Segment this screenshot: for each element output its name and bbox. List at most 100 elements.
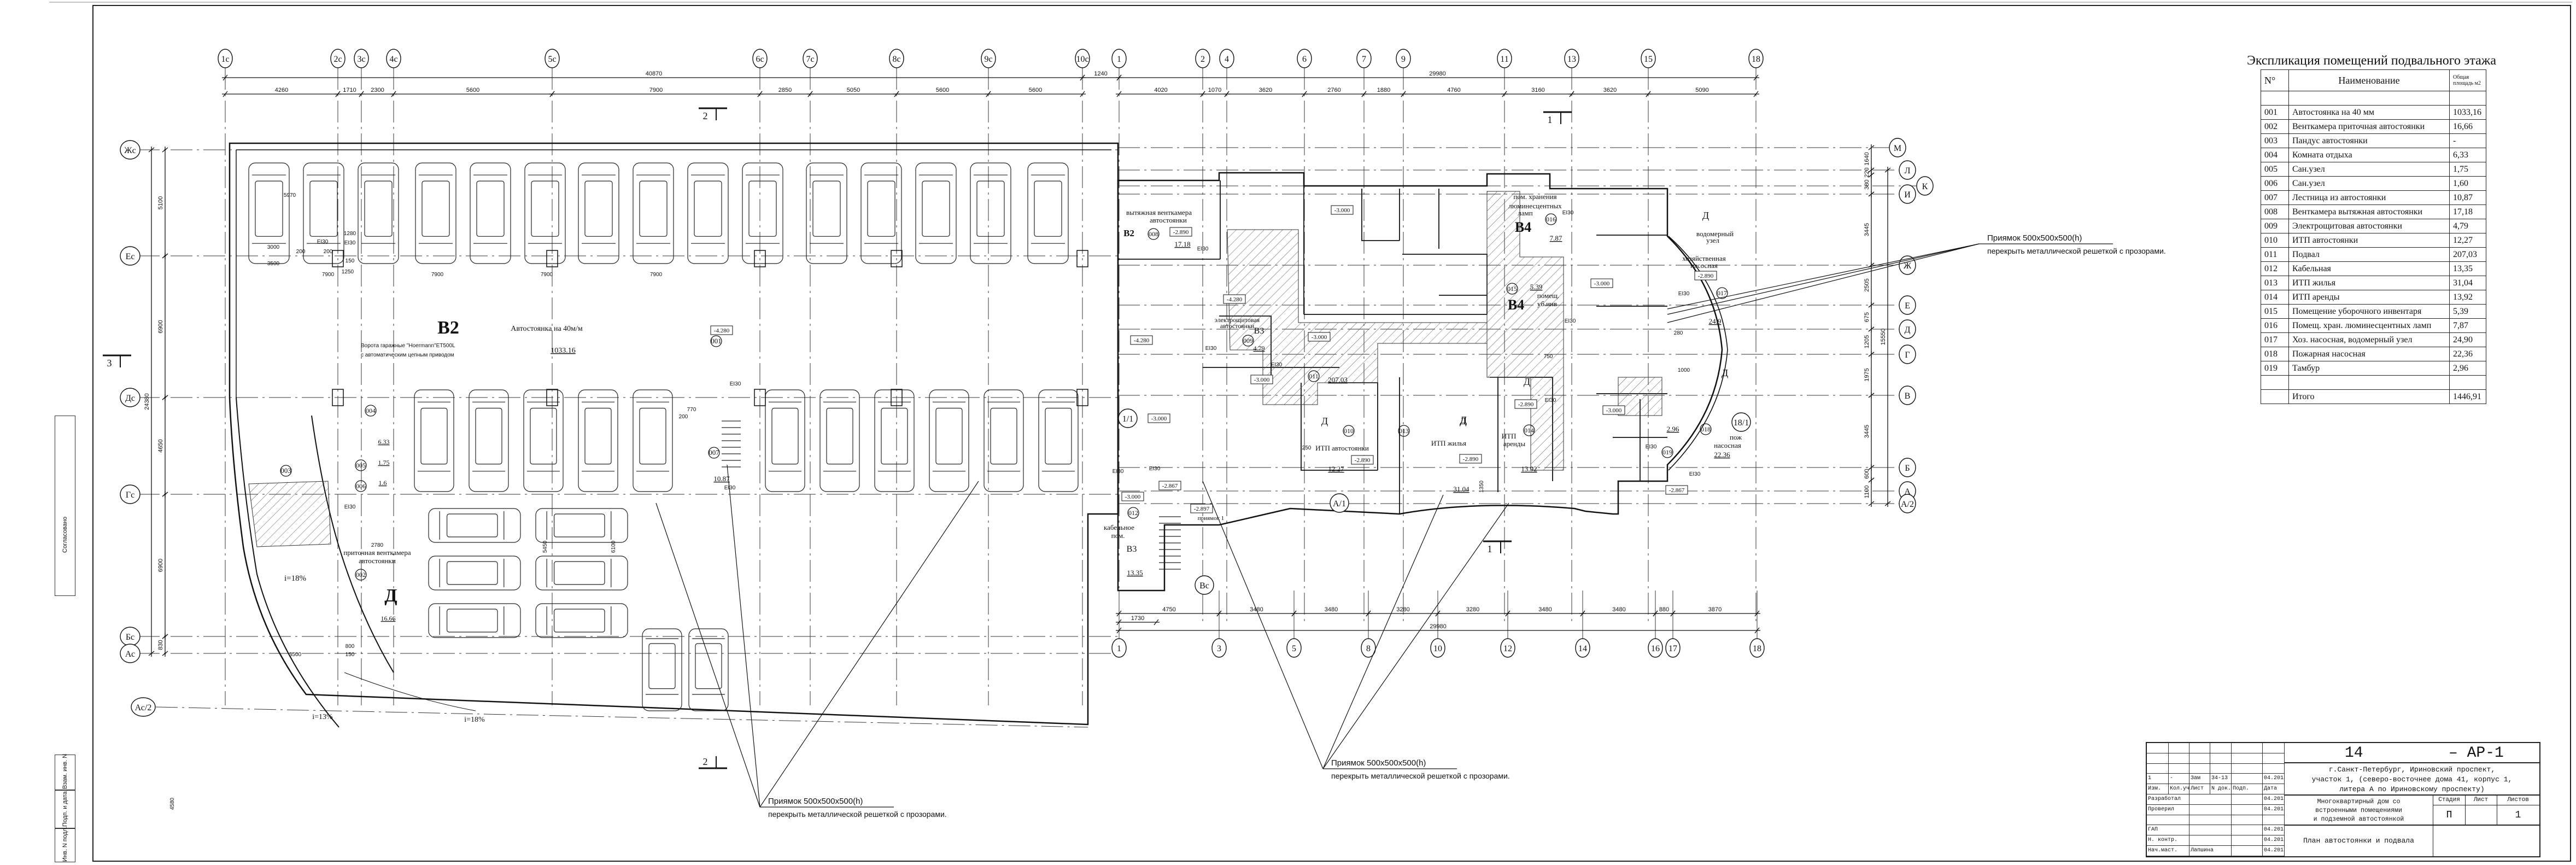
section-label: 1 <box>1488 543 1492 554</box>
room-label: Д <box>1460 416 1466 426</box>
room-number-circle <box>1308 370 1320 382</box>
dim-chain: 3445 <box>1864 425 1870 438</box>
leader-line <box>655 502 760 808</box>
title-block-cell <box>2263 763 2285 774</box>
axis-label-top: 1с <box>221 55 229 64</box>
explication-title: Экспликация помещений подвального этажа <box>2247 54 2497 68</box>
room-label: ИТП автостоянки <box>1315 444 1369 452</box>
parking-space-car <box>428 603 521 638</box>
axis-label-left: Ес <box>126 252 135 261</box>
inner-dimension: 3500 <box>289 652 302 658</box>
dim-tick <box>391 91 396 97</box>
axis-label-top-bubble <box>1748 49 1764 68</box>
dim-tick <box>1435 610 1441 617</box>
title-block-cell <box>2232 743 2263 753</box>
dim-tick <box>1361 91 1367 97</box>
person-role: Нач.маст. <box>2147 846 2189 856</box>
axis-label-right: Ж <box>1904 261 1912 271</box>
level-mark: -2.890 <box>1355 457 1371 464</box>
room-name: ИТП жилья <box>2288 276 2450 290</box>
parking-space-car <box>523 389 564 492</box>
project-line: встроенными помещениями <box>2315 807 2402 814</box>
dim-tick <box>1753 91 1759 97</box>
empty-cell <box>2261 375 2289 390</box>
room-label: B4 <box>1508 297 1524 313</box>
column <box>754 250 766 267</box>
inner-dimension: 1350 <box>1479 480 1485 493</box>
person-role <box>2147 815 2189 826</box>
dim-tick <box>1502 91 1507 97</box>
fire-door-rating: EI30 <box>1113 469 1124 475</box>
room-area: 24.9 <box>1709 317 1722 325</box>
room-label: Д <box>1722 367 1728 378</box>
parking-space-car <box>303 162 344 264</box>
inner-dimension: 250 <box>1302 445 1312 451</box>
fire-door-rating: EI30 <box>1646 444 1657 450</box>
pit-callout <box>1667 243 2113 323</box>
room-number-circle <box>355 569 367 581</box>
dim-tick <box>1200 91 1205 97</box>
dim-tick <box>1753 74 1759 81</box>
dim-tick <box>1868 352 1875 357</box>
room-number: 016 <box>2261 318 2289 333</box>
fire-door-rating: EI30 <box>730 381 741 387</box>
fire-door-rating: EI30 <box>724 485 736 491</box>
parking-space-car <box>687 162 729 264</box>
room-number: 010 <box>2261 233 2289 248</box>
room-label: i=18% <box>284 574 306 583</box>
level-mark-box <box>1590 278 1613 288</box>
axis-label-left: Гс <box>126 490 134 500</box>
room-label: хозяйственная <box>1682 254 1726 262</box>
room-number: 017 <box>2261 332 2289 347</box>
room-number: 015 <box>2261 304 2289 319</box>
dim-tick <box>1868 393 1875 398</box>
building-inner-walls <box>1118 180 1667 514</box>
parking-space-car <box>874 389 915 492</box>
inner-dimension: 7900 <box>650 272 663 278</box>
axis-label-top: 7 <box>1362 55 1366 64</box>
axis-label-right-bubble <box>1899 295 1916 315</box>
axis-label-top: 15 <box>1644 55 1653 64</box>
fire-door-rating: EI30 <box>1689 471 1701 477</box>
room-area: 207,03 <box>2449 247 2486 262</box>
axis-label-top-bubble <box>1497 49 1512 68</box>
room-number: 011 <box>1309 372 1319 380</box>
parking-space-car <box>970 162 1011 264</box>
address: г.Санкт-Петербург, Ириновский проспект, … <box>2285 763 2539 796</box>
dim-tick <box>1653 610 1658 617</box>
empty-cell <box>2261 389 2289 404</box>
parking-outline <box>229 142 1119 726</box>
axis-label-top-bubble <box>1195 49 1210 68</box>
level-mark: -2.897 <box>1194 506 1210 512</box>
dim-tick <box>1868 326 1875 332</box>
axis-label-left-bubble <box>131 697 156 717</box>
dim-tick <box>1884 167 1891 173</box>
axis-label-bottom: 10 <box>1433 644 1442 653</box>
level-mark: -4.280 <box>1227 296 1243 303</box>
grid-axis-line <box>155 706 1088 728</box>
parking-space-car <box>819 389 860 492</box>
axis-label-bottom: 12 <box>1503 644 1512 653</box>
room-number-circle <box>710 335 722 347</box>
sheet-code: – АР-1 <box>2449 745 2504 762</box>
column <box>332 389 344 406</box>
axis-label-left: Дс <box>125 394 135 403</box>
inner-dimension: 200 <box>296 249 306 255</box>
dim-chain: 1640 <box>1864 152 1870 165</box>
person-date: 04.2013 <box>2263 804 2285 815</box>
axis-label-bottom: 18 <box>1753 644 1761 653</box>
dim-chain: 5100 <box>157 196 164 209</box>
dim-chain: 1100 <box>1864 486 1870 499</box>
section-label: 2 <box>703 110 708 121</box>
axis-label-right-bubble <box>1899 494 1916 513</box>
axis-label-right-bubble <box>1899 385 1916 405</box>
header-name: Наименование <box>2288 69 2450 91</box>
axis-label-top-bubble <box>1219 49 1234 68</box>
dim-tick <box>1216 610 1222 617</box>
level-mark: -2.890 <box>1463 456 1479 463</box>
axis-label-bottom-bubble <box>1361 638 1376 658</box>
dim-tick <box>223 91 228 97</box>
